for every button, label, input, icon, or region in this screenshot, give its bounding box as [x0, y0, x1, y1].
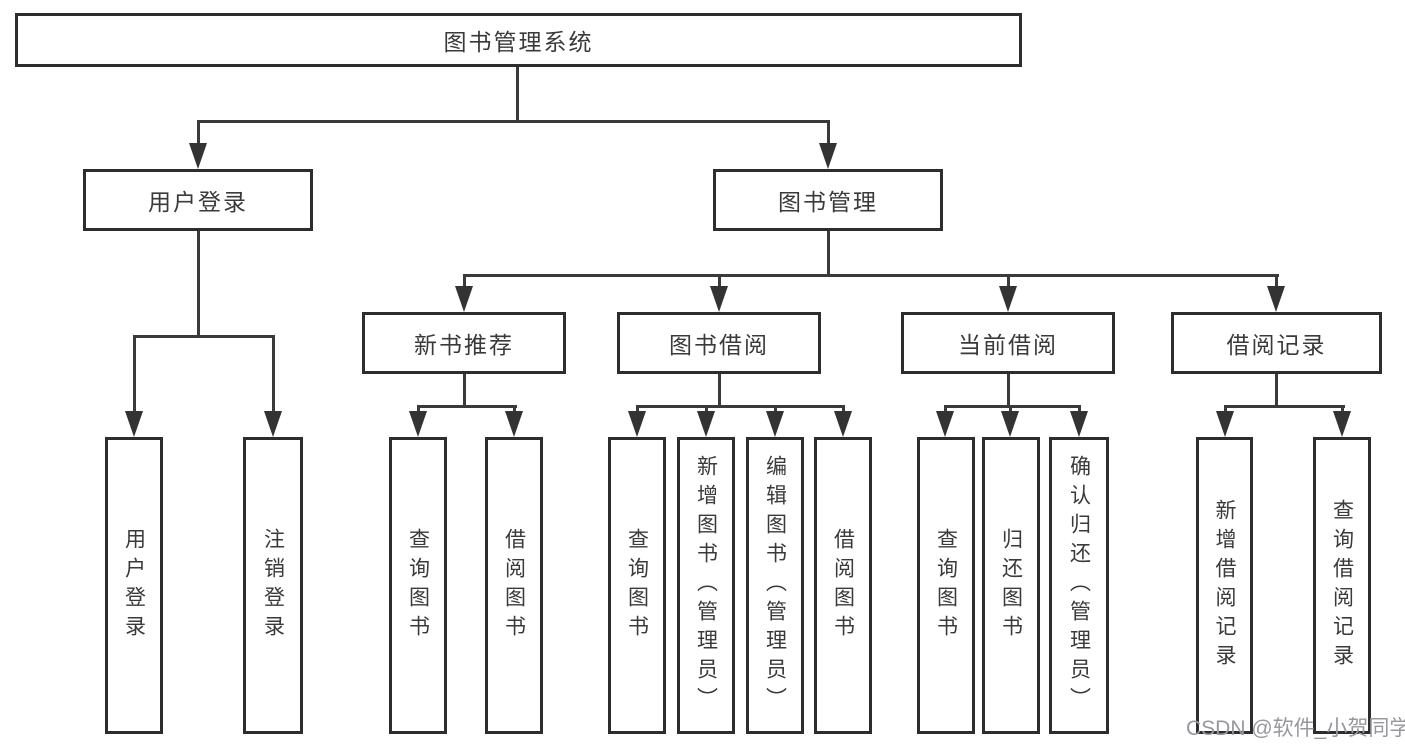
connector-line	[133, 335, 136, 412]
arrow-down-icon	[999, 286, 1017, 312]
node-confirm-return-admin: 确认归还（管理员）	[1049, 437, 1109, 734]
node-edit-book-admin: 编辑图书（管理员）	[746, 437, 804, 734]
connector-line	[197, 231, 200, 335]
node-borrow-books-recommend: 借阅图书	[485, 437, 543, 734]
arrow-down-icon	[766, 411, 784, 437]
connector-line	[516, 67, 519, 120]
arrow-down-icon	[264, 411, 282, 437]
node-user-login-module: 用户登录	[83, 169, 313, 231]
connector-line	[417, 405, 420, 413]
node-label: 编辑图书（管理员）	[763, 455, 787, 716]
arrow-down-icon	[455, 286, 473, 312]
arrow-down-icon	[834, 411, 852, 437]
arrow-down-icon	[1001, 411, 1019, 437]
connector-line	[272, 335, 275, 412]
node-add-borrow-record: 新增借阅记录	[1196, 437, 1253, 734]
connector-line	[133, 335, 275, 338]
node-library-management-system: 图书管理系统	[15, 13, 1022, 67]
connector-line	[718, 274, 721, 287]
node-book-borrowing: 图书借阅	[617, 312, 821, 374]
node-label: 借阅图书	[831, 527, 855, 644]
connector-line	[842, 405, 845, 413]
node-user-login: 用户登录	[105, 437, 163, 734]
node-label: 新增借阅记录	[1213, 498, 1236, 673]
node-label: 注销登录	[261, 527, 285, 644]
connector-line	[1007, 274, 1010, 287]
connector-line	[1009, 405, 1012, 413]
node-label: 归还图书	[999, 527, 1023, 644]
connector-line	[1275, 274, 1278, 287]
arrow-down-icon	[710, 286, 728, 312]
node-new-book-recommend: 新书推荐	[362, 312, 566, 374]
connector-line	[197, 120, 200, 144]
connector-line	[1007, 374, 1010, 405]
connector-line	[197, 120, 830, 123]
connector-line	[463, 274, 1279, 277]
connector-line	[636, 405, 639, 413]
connector-line	[944, 405, 1081, 408]
connector-line	[463, 374, 466, 405]
connector-line	[1078, 405, 1081, 413]
node-logout: 注销登录	[243, 437, 303, 734]
arrow-down-icon	[1216, 411, 1234, 437]
arrow-down-icon	[1267, 286, 1285, 312]
node-query-books-recommend: 查询图书	[389, 437, 447, 734]
node-current-borrowing: 当前借阅	[901, 312, 1115, 374]
connector-line	[513, 405, 516, 413]
arrow-down-icon	[1333, 411, 1351, 437]
arrow-down-icon	[936, 411, 954, 437]
arrow-down-icon	[505, 411, 523, 437]
node-label: 查询图书	[934, 527, 958, 644]
arrow-down-icon	[1070, 411, 1088, 437]
arrow-down-icon	[125, 411, 143, 437]
node-query-books-current: 查询图书	[917, 437, 975, 734]
connector-line	[944, 405, 947, 413]
node-borrowing-records: 借阅记录	[1171, 312, 1382, 374]
node-label: 新增图书（管理员）	[694, 455, 718, 716]
node-add-book-admin: 新增图书（管理员）	[677, 437, 735, 734]
arrow-down-icon	[409, 411, 427, 437]
node-label: 借阅图书	[502, 527, 526, 644]
node-label: 查询图书	[406, 527, 430, 644]
arrow-down-icon	[697, 411, 715, 437]
connector-line	[1224, 405, 1227, 413]
node-label: 查询图书	[625, 527, 649, 644]
arrow-down-icon	[819, 143, 837, 169]
node-label: 查询借阅记录	[1330, 498, 1354, 673]
connector-line	[1275, 374, 1278, 405]
connector-line	[718, 374, 721, 405]
connector-line	[636, 405, 845, 408]
node-return-book: 归还图书	[982, 437, 1040, 734]
node-label: 确认归还（管理员）	[1067, 455, 1091, 716]
connector-line	[827, 231, 830, 274]
connector-line	[1224, 405, 1345, 408]
connector-line	[827, 120, 830, 144]
node-book-management-module: 图书管理	[713, 169, 943, 231]
arrow-down-icon	[189, 143, 207, 169]
node-query-borrow-record: 查询借阅记录	[1313, 437, 1371, 734]
connector-line	[417, 405, 517, 408]
watermark-text: CSDN @软件_小贺同学	[1186, 717, 1405, 740]
connector-line	[1341, 405, 1344, 413]
node-label: 用户登录	[122, 527, 146, 644]
connector-line	[774, 405, 777, 413]
node-borrow-books-borrowing: 借阅图书	[814, 437, 872, 734]
connector-line	[463, 274, 466, 287]
node-query-books-borrowing: 查询图书	[608, 437, 666, 734]
arrow-down-icon	[628, 411, 646, 437]
connector-line	[705, 405, 708, 413]
